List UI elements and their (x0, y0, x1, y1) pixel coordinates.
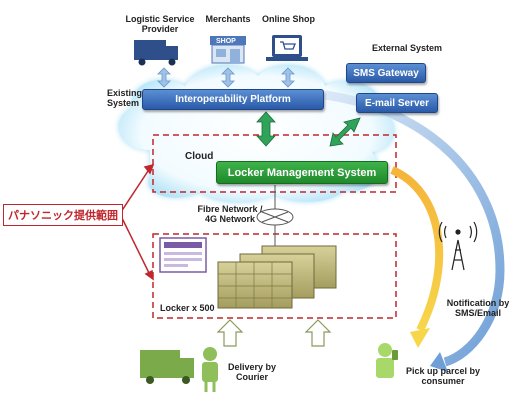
existing-system-label: Existing System (107, 88, 143, 108)
logistic-provider-label: Logistic Service Provider (125, 14, 195, 34)
delivery-arrows (216, 319, 332, 347)
online-shop-label: Online Shop (262, 14, 315, 24)
pickup-arc (390, 166, 444, 332)
network-icon (256, 208, 294, 226)
courier-truck-icon (140, 350, 194, 384)
email-server-button[interactable]: E-mail Server (356, 93, 438, 113)
delivery-label: Delivery by Courier (227, 362, 277, 382)
notification-arc (324, 90, 505, 367)
locker-management-system-button[interactable]: Locker Management System (216, 161, 388, 184)
sync-arrows (256, 111, 361, 147)
panasonic-scope-label: パナソニック提供範囲 (3, 204, 123, 226)
external-system-label: External System (372, 43, 443, 53)
scope-arrows (120, 163, 155, 281)
truck-icon (134, 40, 178, 66)
notification-label: Notification by SMS/Email (446, 298, 510, 318)
locker-count-label: Locker x 500 (160, 303, 215, 313)
laptop-icon (266, 35, 308, 61)
merchants-label: Merchants (205, 14, 251, 24)
shop-icon (210, 36, 246, 64)
consumer-person-icon (376, 343, 398, 378)
top-double-arrows (157, 67, 295, 88)
courier-person-icon (202, 347, 218, 392)
cloud-label: Cloud (185, 151, 214, 162)
locker-bank (159, 237, 337, 309)
pickup-label: Pick up parcel by consumer (405, 366, 481, 386)
shop-sign: SHOP (216, 38, 236, 45)
cell-tower-icon (438, 221, 478, 271)
network-label: Fibre Network / 4G Network (197, 204, 263, 224)
interoperability-platform-button[interactable]: Interoperability Platform (142, 89, 324, 110)
sms-gateway-button[interactable]: SMS Gateway (346, 63, 426, 83)
